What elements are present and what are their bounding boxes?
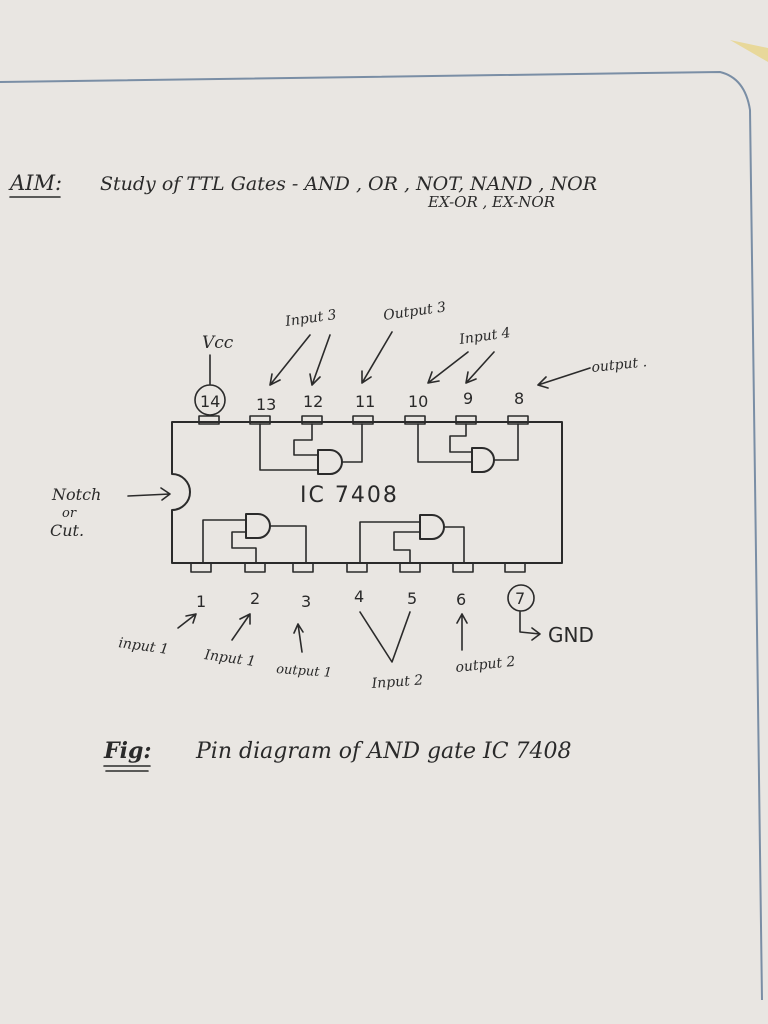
arrow: [177, 613, 197, 629]
pin-number-11: 11: [355, 392, 375, 411]
pin-stub: [346, 562, 368, 573]
arrow: [456, 613, 468, 651]
pin-stub: [244, 562, 266, 573]
arrow: [537, 367, 591, 389]
and-gate-symbol: [419, 514, 445, 540]
notch-label-3: Cut.: [50, 521, 84, 540]
arrow: [465, 351, 495, 384]
arrow: [309, 334, 331, 386]
input1-label-right: Input 1: [202, 647, 256, 670]
input1-label-left: input 1: [117, 635, 169, 658]
pin-number-4: 4: [354, 587, 364, 606]
caption-text: Pin diagram of AND gate IC 7408: [195, 739, 572, 764]
wire: [341, 423, 363, 463]
and-gate-symbol: [317, 449, 343, 475]
notch-arrow: [127, 487, 171, 501]
and-gate-symbol: [471, 447, 495, 473]
wire: [443, 526, 465, 564]
pin-number-7: 7: [515, 589, 525, 608]
output2-label: output 2: [455, 654, 516, 676]
and-gate-1: [202, 513, 307, 564]
pin-number-2: 2: [250, 589, 260, 608]
arrow: [231, 613, 251, 641]
input2-leader: [359, 611, 411, 663]
output4-label: output .: [591, 354, 648, 376]
pin-number-5: 5: [407, 589, 417, 608]
pin-number-10: 10: [408, 392, 428, 411]
arrow: [427, 351, 469, 384]
fig-label: Fig:: [103, 738, 151, 764]
chip-body: [171, 421, 563, 564]
pin-stub: [352, 415, 374, 425]
aim-line-1: Study of TTL Gates - AND , OR , NOT, NAN…: [100, 173, 597, 195]
wire: [359, 521, 421, 564]
wire: [449, 423, 473, 453]
input4-label: Input 4: [457, 325, 511, 348]
output3-label: Output 3: [382, 299, 447, 324]
pin-stub: [452, 562, 474, 573]
pin-number-13: 13: [256, 395, 276, 414]
gnd-arrow: [519, 611, 541, 641]
page-corner: [730, 40, 768, 62]
bottom-pin-stubs: [190, 562, 526, 573]
chip-name: IC 7408: [300, 483, 399, 508]
aim-label: AIM:: [8, 171, 62, 195]
vcc-label: Vcc: [202, 333, 234, 353]
output1-label: output 1: [276, 662, 333, 681]
input3-label: Input 3: [283, 307, 337, 330]
pin-stub: [198, 415, 220, 425]
wire: [393, 531, 421, 564]
wire: [493, 423, 519, 461]
pin-stub: [399, 562, 421, 573]
arrow: [293, 623, 304, 653]
notch-label-1: Notch: [51, 485, 101, 504]
aim-line-2: EX-OR , EX-NOR: [427, 193, 555, 211]
pin-stub: [292, 562, 314, 573]
pin-number-9: 9: [463, 389, 473, 408]
input2-label: Input 2: [370, 672, 424, 692]
pin-number-12: 12: [303, 392, 323, 411]
pin-number-6: 6: [456, 590, 466, 609]
wire: [293, 423, 319, 456]
arrow: [269, 334, 311, 386]
wire: [269, 525, 307, 564]
wire: [202, 519, 247, 564]
gnd-pin-circle: [507, 584, 535, 612]
notch-label-2: or: [62, 506, 77, 521]
arrow: [361, 331, 393, 384]
and-gate-3: [259, 423, 363, 475]
wire: [417, 423, 473, 463]
pin-stub: [190, 562, 212, 573]
wire: [259, 423, 319, 471]
gnd-label: GND: [548, 623, 594, 647]
pin-number-1: 1: [196, 592, 206, 611]
and-gate-4: [417, 423, 519, 473]
pin-stub: [404, 415, 426, 425]
pin-stub: [504, 562, 526, 573]
pin-number-8: 8: [514, 389, 524, 408]
and-gate-symbol: [245, 513, 271, 539]
and-gate-2: [359, 514, 465, 564]
pin-number-3: 3: [301, 592, 311, 611]
vcc-pin-circle: [194, 384, 226, 416]
wire: [231, 531, 257, 564]
page-edge: [0, 70, 763, 1001]
pin-number-14: 14: [200, 392, 220, 411]
